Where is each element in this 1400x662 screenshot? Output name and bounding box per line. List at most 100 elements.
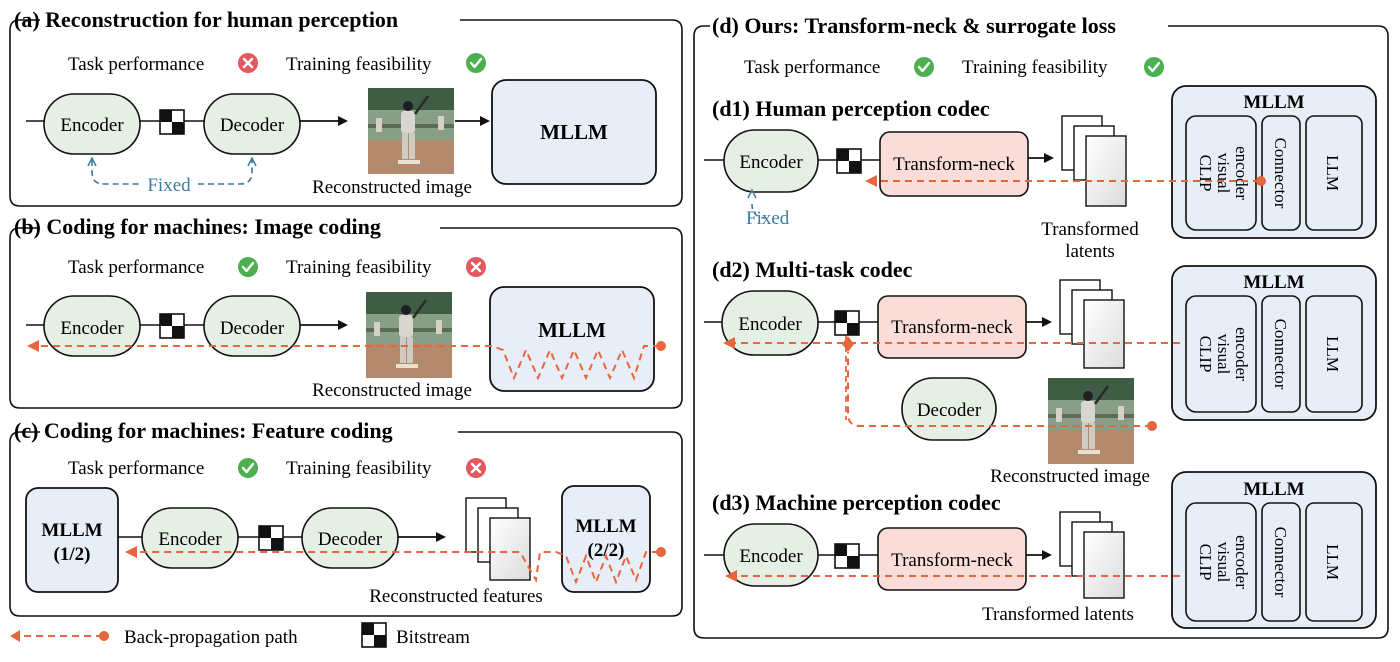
- encoder-label: Encoder: [158, 529, 222, 550]
- backprop-start-dot: [656, 341, 666, 351]
- mllm-label: MLLM: [1243, 92, 1304, 113]
- bitstream-icon: [361, 622, 387, 648]
- llm-node: [1305, 502, 1363, 622]
- subpanel-d2: (d2) Multi-task codec Encoder Transform-…: [704, 257, 1377, 487]
- fixed-connector: [91, 160, 253, 185]
- mllm-label: MLLM: [1243, 272, 1304, 293]
- connector-node: [1261, 115, 1301, 231]
- panel-d-border: [693, 25, 1389, 639]
- mllm-part2-fraction: (2/2): [588, 540, 625, 561]
- panel-b: (b) Coding for machines: Image coding Ta…: [9, 214, 683, 409]
- llm-node: [1305, 115, 1363, 231]
- reconstructed-image: [364, 290, 454, 380]
- backprop-path: [27, 340, 660, 381]
- panel-a-border: [9, 19, 683, 207]
- mllm-node: [491, 79, 657, 185]
- mllm-part1-label: MLLM: [41, 520, 102, 541]
- decoder-label: Decoder: [917, 400, 982, 421]
- bitstream-icon: [836, 148, 862, 174]
- mllm-label: MLLM: [540, 120, 608, 144]
- legend-backprop-label: Back-propagation path: [124, 627, 298, 648]
- panel-b-title: (b) Coding for machines: Image coding: [14, 214, 381, 239]
- connector-label: Connector: [1271, 319, 1290, 390]
- transformed-latents-icon: [1059, 511, 1125, 599]
- transform-neck-label: Transform-neck: [893, 154, 1015, 175]
- panel-a: (a) Reconstruction for human perception …: [9, 7, 683, 207]
- clip-line3: encoder: [1232, 327, 1251, 381]
- fixed-label: Fixed: [147, 175, 191, 196]
- panel-d: (d) Ours: Transform-neck & surrogate los…: [693, 13, 1389, 639]
- cross-icon: [464, 255, 488, 279]
- d1-caption-line2: latents: [1065, 241, 1115, 262]
- d1-caption-line1: Transformed: [1041, 219, 1139, 240]
- encoder-label: Encoder: [739, 546, 803, 567]
- decoder-label: Decoder: [220, 318, 285, 339]
- panel-c-title: (c) Coding for machines: Feature coding: [14, 418, 393, 443]
- encoder-label: Encoder: [60, 115, 124, 136]
- panel-c-task-label: Task performance: [68, 458, 204, 479]
- mllm-label: MLLM: [538, 318, 606, 342]
- encoder-label: Encoder: [60, 318, 124, 339]
- bitstream-icon: [834, 543, 860, 569]
- decoder-node: [203, 295, 301, 357]
- transform-neck-node: [877, 527, 1027, 591]
- decoder-label: Decoder: [318, 529, 383, 550]
- mllm-node: [489, 286, 655, 392]
- panel-c-border: [9, 431, 683, 617]
- d3-caption: Transformed latents: [982, 604, 1134, 625]
- legend-bitstream-label: Bitstream: [396, 627, 470, 648]
- panel-d-training-label: Training feasibility: [962, 57, 1108, 78]
- mllm-part2-label: MLLM: [575, 516, 636, 537]
- clip-line1: CLIP: [1196, 544, 1215, 581]
- subpanel-d3: (d3) Machine perception codec Encoder Tr…: [704, 471, 1377, 629]
- connector-label: Connector: [1271, 138, 1290, 209]
- backprop-start-dot: [1256, 176, 1266, 186]
- connector-label: Connector: [1271, 527, 1290, 598]
- panel-c-training-label: Training feasibility: [286, 458, 432, 479]
- clip-line2: visual: [1214, 542, 1233, 583]
- panel-a-training-label: Training feasibility: [286, 54, 432, 75]
- panel-c-caption: Reconstructed features: [369, 586, 543, 607]
- llm-node: [1305, 295, 1363, 413]
- clip-visual-encoder-node: [1185, 115, 1257, 231]
- panel-b-training-label: Training feasibility: [286, 257, 432, 278]
- legend: Back-propagation path Bitstream: [10, 622, 470, 648]
- check-icon: [912, 55, 936, 79]
- reconstructed-image: [366, 86, 456, 176]
- panel-b-caption: Reconstructed image: [312, 380, 472, 401]
- mllm-label: MLLM: [1243, 479, 1304, 500]
- cross-icon: [236, 51, 260, 75]
- transformed-latents-icon: [1059, 279, 1125, 369]
- panel-a-caption: Reconstructed image: [312, 177, 472, 198]
- d2-title: (d2) Multi-task codec: [712, 257, 913, 282]
- decoder-label: Decoder: [220, 115, 285, 136]
- panel-b-border: [9, 227, 683, 409]
- decoder-node: [203, 93, 301, 155]
- mllm-part1-fraction: (1/2): [54, 544, 91, 565]
- encoder-node: [723, 129, 819, 193]
- bitstream-icon: [834, 310, 860, 336]
- check-icon: [464, 51, 488, 75]
- connector-node: [1261, 502, 1301, 622]
- transformed-latents-icon: [1061, 115, 1127, 207]
- panel-a-title: (a) Reconstruction for human perception: [14, 7, 398, 32]
- connector-node: [1261, 295, 1301, 413]
- clip-line1: CLIP: [1196, 336, 1215, 373]
- encoder-node: [721, 290, 819, 356]
- panel-b-task-label: Task performance: [68, 257, 204, 278]
- cross-icon: [464, 456, 488, 480]
- encoder-label: Encoder: [739, 152, 803, 173]
- clip-visual-encoder-node: [1185, 295, 1257, 413]
- clip-line3: encoder: [1232, 146, 1251, 200]
- d2-caption: Reconstructed image: [990, 466, 1150, 487]
- reconstructed-features-icon: [465, 497, 531, 581]
- d1-title: (d1) Human perception codec: [712, 96, 990, 121]
- encoder-label: Encoder: [738, 314, 802, 335]
- panel-c: (c) Coding for machines: Feature coding …: [9, 418, 683, 617]
- mllm-part1-node: [25, 487, 119, 593]
- mllm-part2-node: [561, 485, 651, 593]
- backprop-start-dot: [1147, 421, 1157, 431]
- llm-label: LLM: [1323, 544, 1342, 580]
- llm-label: LLM: [1323, 336, 1342, 372]
